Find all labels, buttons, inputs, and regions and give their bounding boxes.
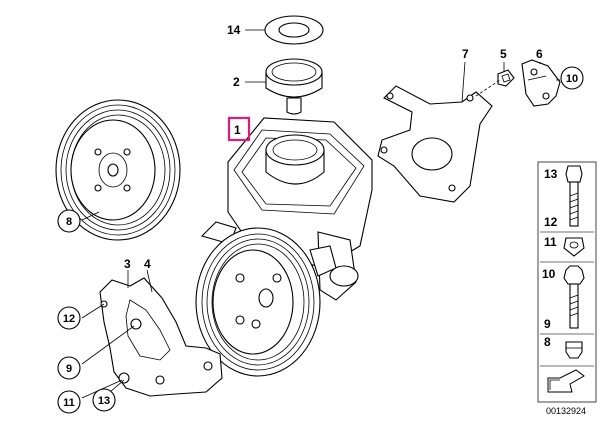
svg-text:13: 13: [544, 167, 558, 181]
callout-circle-13[interactable]: 13: [92, 388, 116, 412]
fastener-legend-panel: 13 12 11 10 9: [537, 161, 597, 403]
nut-part-5[interactable]: [497, 69, 515, 87]
legend-nut-8[interactable]: 8: [540, 335, 594, 367]
callout-label-3[interactable]: 3: [124, 257, 131, 271]
svg-text:9: 9: [544, 317, 551, 331]
svg-text:2: 2: [233, 75, 240, 89]
callout-circle-9[interactable]: 9: [57, 356, 81, 380]
svg-text:4: 4: [144, 257, 151, 271]
svg-text:14: 14: [227, 23, 241, 37]
svg-text:10: 10: [542, 267, 556, 281]
svg-text:8: 8: [66, 216, 72, 228]
svg-text:13: 13: [98, 395, 110, 407]
legend-nut-11[interactable]: 11: [540, 235, 594, 263]
pulley-part-8[interactable]: [55, 99, 181, 241]
svg-text:12: 12: [544, 215, 558, 229]
svg-text:9: 9: [66, 363, 72, 375]
diagram-reference-number: 00132924: [546, 406, 586, 416]
lower-bracket-part-3-4[interactable]: [99, 277, 223, 397]
callout-label-2[interactable]: 2: [233, 75, 240, 89]
callout-label-5[interactable]: 5: [500, 47, 507, 61]
callout-circle-11[interactable]: 11: [57, 390, 81, 414]
svg-text:8: 8: [544, 335, 551, 349]
svg-text:12: 12: [63, 313, 75, 325]
svg-text:6: 6: [536, 47, 543, 61]
callout-label-14[interactable]: 14: [227, 23, 241, 37]
svg-text:1: 1: [234, 123, 241, 137]
callout-circle-10[interactable]: 10: [560, 66, 584, 90]
svg-text:5: 5: [500, 47, 507, 61]
svg-text:11: 11: [544, 235, 557, 249]
svg-text:3: 3: [124, 257, 131, 271]
direction-arrow-icon: [547, 369, 585, 393]
gasket-part-14[interactable]: [264, 15, 324, 45]
bracket-part-6[interactable]: [521, 59, 561, 107]
callout-circle-8[interactable]: 8: [57, 209, 81, 233]
svg-text:11: 11: [63, 397, 75, 409]
svg-text:10: 10: [566, 73, 578, 85]
callout-label-7[interactable]: 7: [462, 47, 469, 61]
bracket-part-7[interactable]: [377, 85, 493, 203]
svg-text:7: 7: [462, 47, 469, 61]
callout-circle-12[interactable]: 12: [57, 306, 81, 330]
callout-label-1-highlighted[interactable]: 1: [227, 116, 251, 142]
callout-label-6[interactable]: 6: [536, 47, 543, 61]
cap-part-2[interactable]: [265, 58, 323, 115]
callout-label-4[interactable]: 4: [144, 257, 151, 271]
pump-pulley[interactable]: [195, 227, 321, 377]
legend-bolt-10-9[interactable]: 10 9: [540, 265, 594, 335]
legend-bolt-13-12[interactable]: 13 12: [540, 165, 594, 233]
